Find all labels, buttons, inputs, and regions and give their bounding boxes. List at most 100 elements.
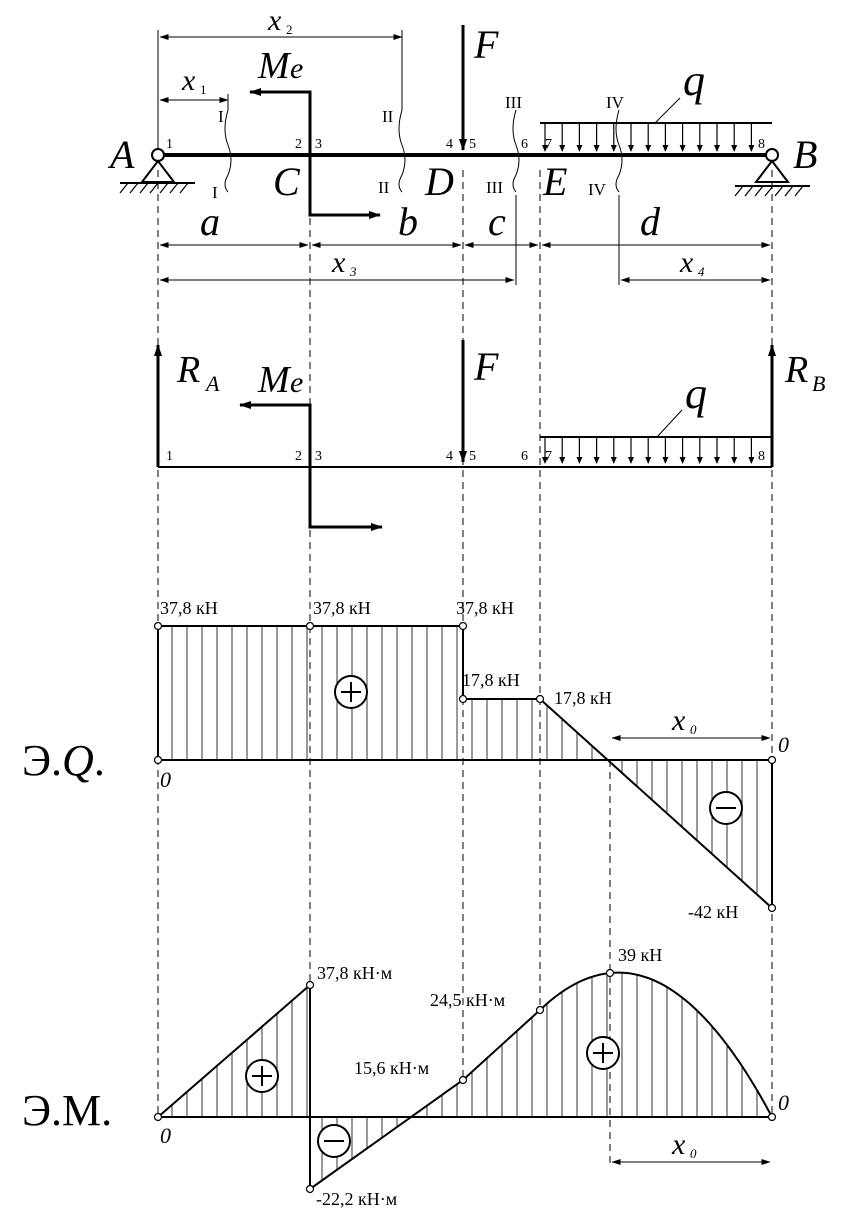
- moment-minus-sign: [317, 1124, 351, 1158]
- me-label: M: [257, 45, 292, 87]
- q-arrow-head: [593, 145, 600, 152]
- label-c: C: [273, 159, 301, 204]
- svg-text:1: 1: [166, 137, 173, 152]
- q-arrow-head: [610, 145, 617, 152]
- svg-text:2: 2: [295, 137, 302, 152]
- shear-x0-label: x: [671, 704, 686, 737]
- fbd-q-label: q: [685, 369, 707, 418]
- svg-text:II: II: [378, 178, 390, 197]
- section-labels: I I II II III III IV IV: [212, 93, 625, 202]
- svg-text:7: 7: [545, 137, 552, 152]
- x3-sub: 3: [349, 264, 357, 279]
- svg-text:II: II: [382, 107, 394, 126]
- svg-text:37,8 кН: 37,8 кН: [313, 598, 371, 618]
- svg-text:37,8 кН: 37,8 кН: [160, 598, 218, 618]
- moment-x0-label: x: [671, 1128, 686, 1161]
- shear-title: Э.Q.: [22, 736, 105, 785]
- dimension-x2: x 2: [159, 4, 403, 40]
- svg-text:-22,2 кН·м: -22,2 кН·м: [316, 1189, 397, 1209]
- f-label: F: [473, 22, 499, 67]
- beam-scheme: x 2 x 1: [107, 4, 817, 285]
- free-body-diagram: R A R B M e F q 1 2: [154, 340, 825, 531]
- svg-text:2: 2: [295, 449, 302, 464]
- support-a: [119, 148, 195, 194]
- svg-text:6: 6: [521, 137, 528, 152]
- support-b: [734, 148, 810, 197]
- shear-zero-left: 0: [160, 767, 171, 792]
- fbd-q-arrow-head: [748, 457, 755, 464]
- me-sub: e: [290, 52, 303, 85]
- moment-me-scheme: M e: [249, 45, 381, 219]
- reaction-ra: R A: [154, 344, 220, 467]
- x1-sub: 1: [200, 82, 207, 97]
- moment-plus-sign-left: [245, 1059, 279, 1093]
- force-f-fbd: F: [459, 340, 499, 463]
- svg-text:I: I: [212, 183, 218, 202]
- moment-title: Э.М.: [22, 1086, 112, 1135]
- fbd-q-arrow-head: [662, 457, 669, 464]
- svg-text:37,8 кН·м: 37,8 кН·м: [317, 963, 392, 983]
- q-arrow-head: [645, 145, 652, 152]
- label-a: A: [107, 132, 135, 177]
- svg-text:III: III: [505, 93, 522, 112]
- fbd-q-arrow-head: [542, 457, 548, 464]
- q-arrow-head: [696, 145, 703, 152]
- svg-text:III: III: [486, 178, 503, 197]
- moment-x0-dimension: x 0: [611, 1128, 771, 1165]
- section-lines: [224, 109, 623, 193]
- q-arrow-head: [731, 145, 738, 152]
- segment-c-label: c: [488, 199, 506, 244]
- moment-plus-sign-right: [586, 1036, 620, 1070]
- x1-label: x: [181, 64, 196, 97]
- q-arrow-head: [662, 145, 669, 152]
- fbd-me-sub: e: [290, 366, 303, 399]
- x2-sub: 2: [286, 22, 293, 37]
- q-arrow-head: [576, 145, 583, 152]
- moment-nodes: [153, 968, 777, 1194]
- svg-text:6: 6: [521, 449, 528, 464]
- moment-me-fbd: M e: [239, 359, 383, 531]
- dimension-x1: x 1: [159, 64, 229, 103]
- q-arrow-head: [748, 145, 755, 152]
- shear-diagram: Э.Q. 37,8 кН 37,8 кН 37,8 кН 17,8 кН 17,…: [22, 598, 789, 922]
- shear-title-q: Q: [62, 736, 94, 785]
- label-d: D: [424, 159, 454, 204]
- ra-label: R: [176, 349, 200, 391]
- rb-label: R: [784, 349, 808, 391]
- fbd-q-arrow-head: [645, 457, 652, 464]
- x4-sub: 4: [698, 264, 705, 279]
- fbd-me-label: M: [257, 359, 292, 401]
- moment-zero-right: 0: [778, 1090, 789, 1115]
- force-f-scheme: F: [459, 22, 499, 151]
- label-e: E: [542, 159, 567, 204]
- svg-text:15,6 кН·м: 15,6 кН·м: [354, 1058, 429, 1078]
- fbd-point-numbers: 1 2 3 4 5 6 7 8: [166, 449, 765, 464]
- reaction-rb: R B: [768, 344, 825, 467]
- rb-sub: B: [812, 371, 825, 396]
- moment-zero-left: 0: [160, 1123, 171, 1148]
- dimension-x4: x 4: [618, 195, 771, 285]
- dimension-x3: x 3: [159, 195, 517, 285]
- svg-text:-42 кН: -42 кН: [688, 902, 738, 922]
- fbd-q-arrow-head: [610, 457, 617, 464]
- distributed-load-fbd: q: [540, 369, 772, 464]
- svg-text:3: 3: [315, 137, 322, 152]
- segment-dimensions: a b c d: [159, 199, 771, 248]
- svg-text:IV: IV: [588, 180, 607, 199]
- fbd-q-arrow-head: [696, 457, 703, 464]
- q-arrow-head: [628, 145, 634, 152]
- distributed-load-scheme: q: [540, 56, 772, 152]
- svg-text:8: 8: [758, 449, 765, 464]
- svg-text:IV: IV: [606, 93, 625, 112]
- fbd-q-arrow-head: [628, 457, 634, 464]
- q-arrow-head: [679, 145, 686, 152]
- fbd-f-label: F: [473, 344, 499, 389]
- svg-text:8: 8: [758, 137, 765, 152]
- svg-text:5: 5: [469, 137, 476, 152]
- svg-text:I: I: [218, 107, 224, 126]
- svg-text:37,8 кН: 37,8 кН: [456, 598, 514, 618]
- svg-text:3: 3: [315, 449, 322, 464]
- shear-zero-right: 0: [778, 732, 789, 757]
- shear-x0-dimension: x 0: [611, 704, 771, 741]
